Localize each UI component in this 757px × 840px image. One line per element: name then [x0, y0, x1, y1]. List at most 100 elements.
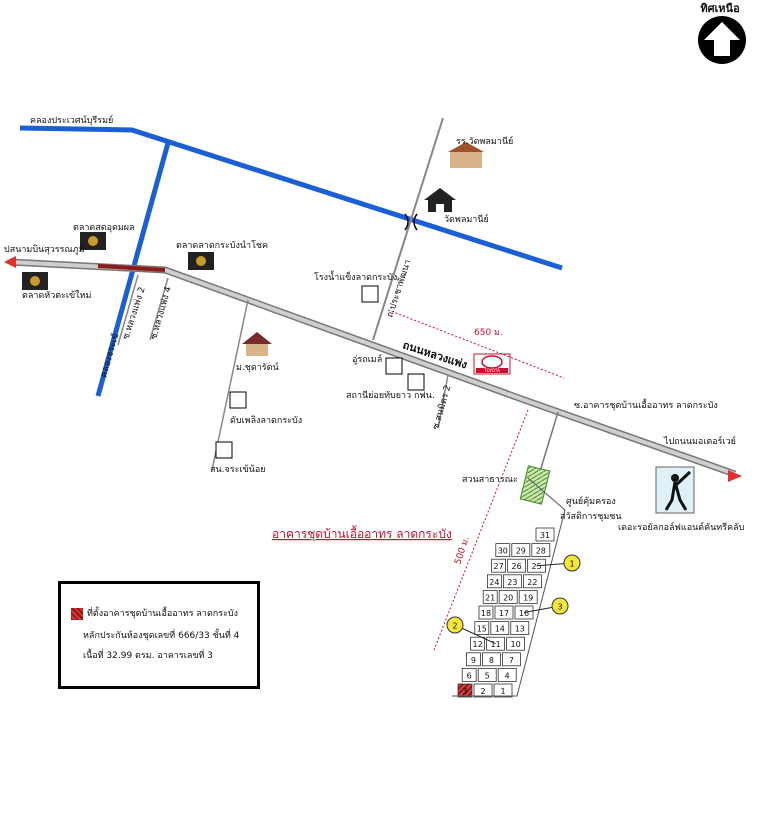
- market-icon: [22, 272, 48, 290]
- building-number: 27: [494, 562, 504, 571]
- ice-factory-box: [361, 285, 379, 303]
- canal-label: คลองประเวศน์บุรีรมย์: [30, 114, 113, 126]
- building-number: 14: [495, 625, 505, 634]
- condo-soi: [537, 411, 559, 479]
- building-block: [478, 605, 494, 620]
- svg-text:TOYOTA: TOYOTA: [483, 368, 500, 373]
- building-number: 10: [511, 640, 521, 649]
- callout-marker: [551, 597, 569, 615]
- village-icon: [242, 332, 272, 356]
- building-block: [498, 590, 518, 604]
- building-number: 21: [485, 593, 495, 602]
- building-number: 22: [527, 578, 537, 587]
- legend-swatch: [71, 607, 83, 620]
- building-number: 4: [505, 671, 510, 680]
- callout-marker: [446, 616, 464, 634]
- distance-500-line: [433, 409, 529, 651]
- building-number: 30: [498, 547, 508, 556]
- to-airport-label: ปสนามบินสุวรรณภูมิ: [4, 244, 85, 255]
- temple-icon: [424, 188, 456, 212]
- building-number: 11: [491, 640, 501, 649]
- building-number: 15: [477, 625, 487, 634]
- building-block: [507, 558, 527, 573]
- building-number: 5: [485, 671, 490, 680]
- bridge-icon: [404, 213, 418, 231]
- building-block: [470, 636, 486, 651]
- golf-label: เดอะรอยัลกอล์ฟแอนด์คันทรีคลับ: [618, 521, 745, 533]
- building-block: [491, 558, 507, 573]
- building-number: 7: [509, 656, 514, 665]
- park-label: สวนสาธารณะ: [462, 475, 518, 485]
- building-block: [531, 543, 551, 557]
- legend-line1: ที่ตั้งอาคารชุดบ้านเอื้ออาทร ลาดกระบัง: [87, 609, 239, 619]
- building-block: [535, 527, 555, 542]
- soi-luang4-label: ซ.หลวงแพ่ง 4: [149, 285, 174, 340]
- distance-500-label: 500 ม.: [453, 535, 471, 566]
- building-number: 28: [536, 547, 546, 556]
- building-number: 17: [499, 609, 509, 618]
- building-block: [493, 683, 513, 698]
- arrow-west-icon: [4, 256, 16, 268]
- building-block: [481, 652, 501, 667]
- building-number: 18: [481, 609, 491, 618]
- police-label: สน.จระเข้น้อย: [210, 464, 266, 475]
- temple-label: วัดพลมานีย์: [444, 213, 489, 225]
- north-label: ทิศเหนือ: [700, 2, 739, 15]
- building-block: [465, 652, 481, 667]
- condo-entrance-label: ซ.อาคารชุดบ้านเอื้ออาทร ลาดกระบัง: [574, 398, 718, 411]
- to-motorway-label: ไปถนนมอเตอร์เวย์: [663, 435, 736, 447]
- ice-factory-label: โรงน้ำแข็งลาดกระบัง: [314, 270, 397, 283]
- highlight-road: [97, 264, 166, 272]
- north-arrow-icon: [698, 16, 746, 64]
- legend-box: ที่ตั้งอาคารชุดบ้านเอื้ออาทร ลาดกระบัง ห…: [58, 581, 260, 689]
- community-center-label: ศูนย์คุ้มครอง: [566, 495, 616, 507]
- building-number: 12: [473, 640, 483, 649]
- callouts: 123: [446, 554, 581, 645]
- road-pracha: [372, 117, 444, 341]
- toyota-logo-icon: TOYOTA: [473, 353, 511, 375]
- building-block: [495, 543, 511, 557]
- substation-label: สถานีย่อยทับยาว กฟน.: [346, 390, 435, 401]
- building-block: [474, 621, 490, 635]
- building-number: 9: [471, 656, 476, 665]
- building-block: [486, 574, 502, 589]
- garage-box: [385, 357, 403, 375]
- school-label: รร.วัดพลมานีย์: [456, 135, 513, 147]
- building-block: [501, 652, 521, 667]
- building-3-highlight: [457, 683, 473, 698]
- building-number: 3: [462, 687, 467, 696]
- building-block: [506, 636, 526, 651]
- building-number: 19: [523, 593, 533, 602]
- market-icon: [80, 232, 106, 250]
- condo-title: อาคารชุดบ้านเอื้ออาทร ลาดกระบัง: [272, 525, 452, 542]
- police-box: [215, 441, 233, 459]
- fire-station-box: [229, 391, 247, 409]
- complex-boundary: [452, 477, 566, 697]
- building-block: [502, 574, 522, 589]
- market2-label: ตลาดลาดกระบังนำโชค: [176, 240, 268, 251]
- building-grid: 1234567891011121314151617181920212223242…: [452, 477, 566, 698]
- building-block: [461, 668, 477, 682]
- golfer-icon: [655, 466, 695, 514]
- building-block: [473, 683, 493, 698]
- village-label: ม.ชุดารัตน์: [236, 361, 279, 373]
- building-number: 8: [489, 656, 494, 665]
- legend-line2: หลักประกันห้องชุดเลขที่ 666/33 ชั้นที่ 4: [83, 631, 240, 641]
- fire-station-label: ดับเพลิงลาดกระบัง: [230, 415, 302, 426]
- canal-line: [19, 125, 563, 271]
- building-number: 23: [507, 578, 517, 587]
- building-number: 2: [480, 687, 485, 696]
- building-block: [510, 621, 530, 635]
- building-number: 29: [516, 547, 526, 556]
- building-block: [518, 590, 538, 604]
- substation-box: [407, 373, 425, 391]
- building-number: 1: [500, 687, 505, 696]
- soi-luang2: [117, 274, 139, 346]
- school-icon: [448, 142, 484, 168]
- building-number: 31: [540, 531, 550, 540]
- callout-number: 2: [452, 622, 457, 631]
- building-number: 16: [519, 609, 529, 618]
- building-block: [482, 590, 498, 604]
- building-block: [490, 621, 510, 635]
